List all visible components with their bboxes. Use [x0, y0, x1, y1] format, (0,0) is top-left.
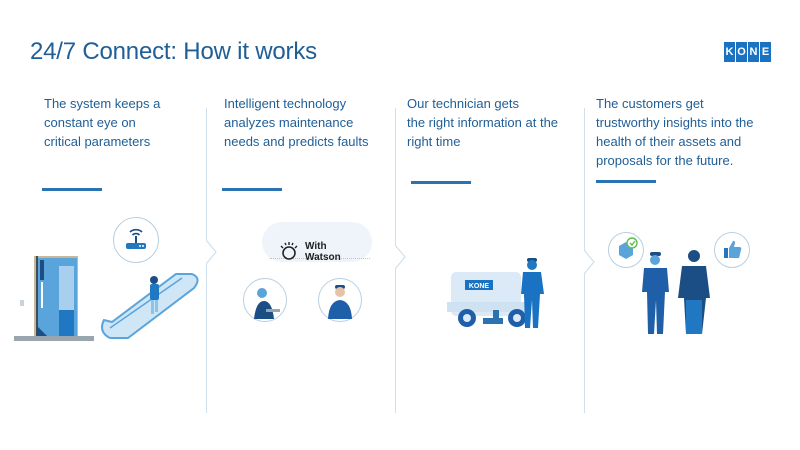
kone-logo: K O N E	[724, 42, 771, 62]
customer-technician-icon	[642, 252, 669, 334]
escalator-icon	[101, 273, 199, 339]
wifi-router-icon	[126, 228, 146, 249]
chevron-right-icon	[584, 250, 595, 274]
text-line: Intelligent technology	[224, 96, 347, 111]
text-line: constant eye on	[44, 115, 136, 130]
text-line: Our technician gets	[407, 96, 520, 111]
text-line: analyzes maintenance	[224, 115, 354, 130]
text-line: critical parameters	[44, 134, 151, 149]
technician-standing-icon	[521, 258, 544, 328]
step-2-text: Intelligent technology analyzes maintena…	[224, 94, 369, 151]
watson-label-line: Watson	[305, 252, 341, 263]
operator-circle	[243, 278, 287, 322]
text-line: trustworthy insights into the	[596, 115, 754, 130]
logo-letter: K	[724, 42, 735, 62]
text-line: proposals for the future.	[596, 153, 734, 168]
step-3-text: Our technician gets the right informatio…	[407, 94, 558, 151]
page-title: 24/7 Connect: How it works	[30, 38, 317, 65]
dotted-line	[270, 258, 370, 259]
accent-bar	[411, 181, 471, 184]
logo-letter: N	[748, 42, 759, 62]
text-line: needs and predicts faults	[224, 134, 369, 149]
customer-manager-icon	[678, 250, 710, 334]
technician-circle	[318, 278, 362, 322]
text-line: the right information at the	[407, 115, 559, 130]
logo-letter: E	[760, 42, 771, 62]
text-line: health of their assets and	[596, 134, 742, 149]
text-line: right time	[407, 134, 461, 149]
thumbs-up-icon	[724, 240, 742, 258]
text-line: The customers get	[596, 96, 704, 111]
van-logo-text: KONE	[469, 283, 490, 290]
chevron-right-icon	[206, 240, 217, 264]
operator-headset-icon	[254, 288, 280, 319]
logo-letter: O	[736, 42, 747, 62]
asset-check-circle	[608, 232, 644, 268]
technician-icon	[328, 285, 352, 319]
watson-logo-icon	[280, 242, 298, 260]
accent-bar	[596, 180, 656, 183]
accent-bar	[42, 188, 102, 191]
asset-checkmark-icon	[619, 237, 638, 259]
watson-label: With Watson	[305, 241, 341, 263]
text-line: The system keeps a	[44, 96, 161, 111]
elevator-icon	[14, 256, 94, 341]
step-1-text: The system keeps a constant eye on criti…	[44, 94, 160, 151]
service-van-icon: KONE	[447, 272, 527, 327]
router-circle	[113, 217, 159, 263]
chevron-right-icon	[395, 245, 406, 269]
step-4-text: The customers get trustworthy insights i…	[596, 94, 754, 170]
cloud-shape	[262, 222, 372, 262]
watson-label-line: With	[305, 241, 327, 252]
accent-bar	[222, 188, 282, 191]
thumbs-up-circle	[714, 232, 750, 268]
